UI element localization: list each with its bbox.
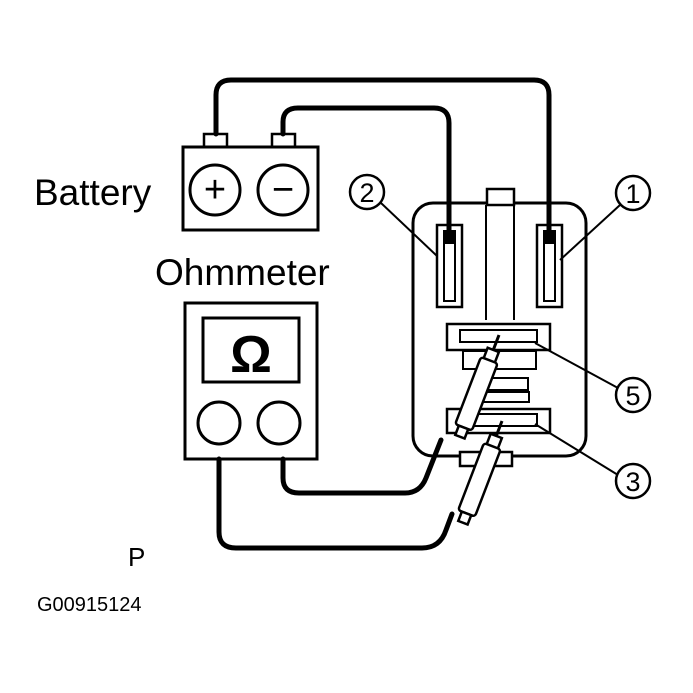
ohmmeter-display: [201, 316, 301, 384]
ohmmeter-jack-right: [256, 400, 302, 446]
ohmmeter: Ω: [183, 301, 319, 461]
battery-plus-symbol: +: [204, 169, 226, 211]
terminal-1-blade: [543, 234, 556, 302]
callout-2-circle: [348, 173, 386, 211]
wire-negative-to-terminal-2: [280, 105, 452, 241]
callout-5-leader: [534, 342, 619, 389]
battery-label: Battery: [34, 172, 152, 213]
callout-3-circle: [614, 462, 652, 500]
callout-5-number: 5: [625, 381, 640, 411]
wire-ohmmeter-to-terminal-5: [280, 437, 444, 496]
ohmmeter-label: Ohmmeter: [155, 252, 330, 293]
figure-code: G00915124: [37, 594, 142, 616]
callout-3-leader: [534, 423, 619, 476]
battery-minus-symbol: −: [272, 169, 294, 211]
wire-ohmmeter-to-terminal-3: [216, 456, 455, 551]
terminal-2-blade: [443, 234, 456, 302]
relay-top-tab: [485, 187, 516, 207]
callout-1: 1: [559, 174, 652, 261]
wires: [213, 77, 552, 551]
callout-2-leader: [380, 202, 438, 257]
callout-3: 3: [534, 423, 652, 500]
callout-3-number: 3: [625, 467, 640, 497]
callout-2-number: 2: [359, 178, 374, 208]
probe-base: [453, 424, 470, 441]
callout-5: 5: [534, 342, 652, 414]
probe-terminal-5: [453, 334, 501, 441]
clip-terminal-2: [443, 230, 456, 244]
callout-1-leader: [559, 204, 621, 261]
probe-base: [456, 510, 473, 527]
battery-negative-circle: [256, 163, 310, 217]
ohm-symbol: Ω: [230, 326, 272, 384]
callout-1-number: 1: [625, 179, 640, 209]
callout-1-circle: [614, 174, 652, 212]
view-label: P: [128, 542, 146, 572]
callout-2: 2: [348, 173, 438, 257]
wire-positive-to-terminal-1: [213, 77, 552, 241]
ohmmeter-jack-left: [196, 400, 242, 446]
clip-terminal-1: [543, 230, 556, 244]
battery-positive-circle: [188, 163, 242, 217]
callout-5-circle: [614, 376, 652, 414]
relay-inner-block: [487, 377, 529, 391]
battery: + −: [181, 132, 320, 232]
probe-terminal-3: [456, 420, 504, 527]
